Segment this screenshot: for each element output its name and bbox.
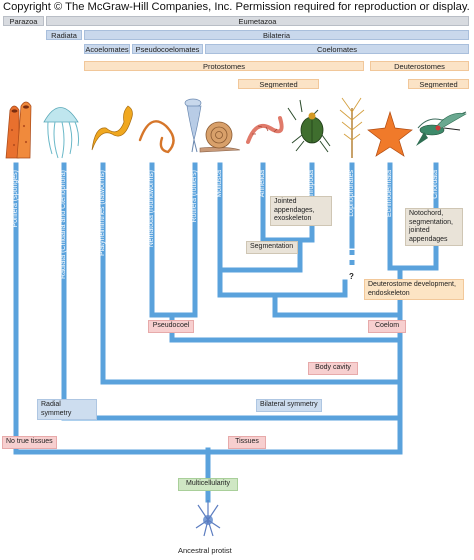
bar-eumetazoa: Eumetazoa (46, 16, 469, 26)
label-coelom: Coelom (368, 320, 406, 333)
bar-segmented-protostomes: Segmented (238, 79, 319, 89)
rotifer-icon (184, 98, 202, 153)
phylum-rotifera: Rotifera (rotifers) (190, 170, 198, 223)
snail-icon (199, 121, 241, 153)
bar-protostomes: Protostomes (84, 61, 364, 71)
sponge-icon (5, 101, 32, 159)
flatworm-icon (91, 105, 133, 151)
label-deuterostome-development: Deuterostome development, endoskeleton (364, 279, 464, 300)
phylum-echinodermata: Echinodermata (385, 170, 393, 218)
label-notochord: Notochord, segmentation, jointed appenda… (405, 208, 463, 246)
jellyfish-icon (43, 107, 80, 159)
copyright-notice: Copyright © The McGraw-Hill Companies, I… (3, 1, 470, 13)
tree-branches (13, 162, 439, 503)
label-body-cavity: Body cavity (308, 362, 358, 375)
phylum-porifera: Porifera (sponges) (11, 170, 19, 228)
label-multicellularity: Multicellularity (178, 478, 238, 491)
bar-radiata: Radiata (46, 30, 82, 40)
phylum-mollusca: Mollusca (215, 170, 223, 198)
phylum-radiata: Radiata (Cnidaria and Ctenophora) (59, 170, 67, 279)
sea-star-icon (367, 110, 413, 157)
ancestral-protist-label: Ancestral protist (178, 546, 232, 555)
phylum-lophophorates: Lophophorates (347, 170, 355, 217)
label-segmentation: Segmentation (246, 241, 298, 254)
roundworm-icon (138, 120, 175, 154)
hummingbird-icon (416, 111, 467, 146)
earthworm-icon (246, 116, 284, 144)
bar-acoelomates: Acoelomates (84, 44, 130, 54)
bar-bilateria: Bilateria (84, 30, 469, 40)
bar-pseudocoelomates: Pseudocoelomates (132, 44, 203, 54)
label-pseudocoel: Pseudocoel (148, 320, 194, 333)
question-mark: ? (349, 272, 354, 281)
phylum-annelida: Annelida (258, 170, 266, 198)
beetle-icon (287, 99, 331, 153)
bar-deuterostomes: Deuterostomes (370, 61, 469, 71)
phylum-nematoda: Nematoda (roundworms) (147, 170, 155, 248)
bar-coelomates: Coelomates (205, 44, 469, 54)
bar-parazoa: Parazoa (3, 16, 44, 26)
phylum-platyhelminthes: Platyhelminthes (flatworms) (98, 170, 106, 256)
lophophorate-icon (339, 97, 365, 158)
ancestral-protist-icon (195, 500, 221, 537)
bar-segmented-chordates: Segmented (408, 79, 469, 89)
label-tissues: Tissues (228, 436, 266, 449)
label-radial-symmetry: Radial symmetry (37, 399, 97, 420)
label-bilateral-symmetry: Bilateral symmetry (256, 399, 322, 412)
label-jointed-appendages: Jointed appendages, exoskeleton (270, 196, 332, 226)
label-no-true-tissues: No true tissues (2, 436, 57, 449)
lophophorate-dashed-branch (349, 250, 355, 265)
